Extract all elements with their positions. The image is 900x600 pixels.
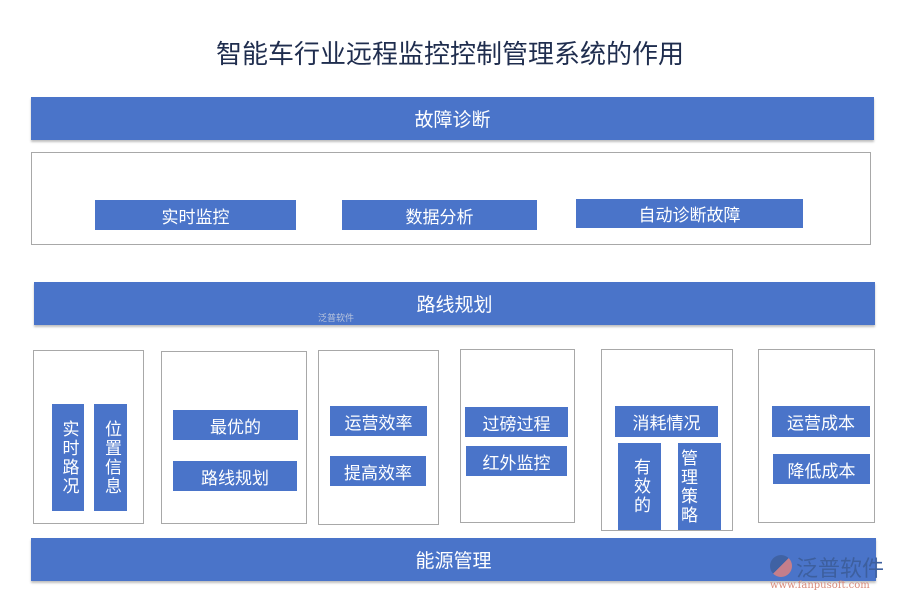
item-data-analysis: 数据分析 (342, 200, 537, 230)
section-header-route-planning: 路线规划 (34, 282, 875, 325)
item-infrared-monitoring: 红外监控 (466, 446, 567, 476)
item-weighing-process: 过磅过程 (465, 407, 568, 437)
logo-icon (770, 555, 792, 577)
item-consumption: 消耗情况 (615, 406, 718, 437)
item-location-info: 位置信息 (94, 404, 127, 511)
watermark-brand: 泛普软件 (796, 557, 885, 582)
item-road-conditions: 实时路况 (52, 404, 84, 511)
item-operating-efficiency: 运营效率 (330, 406, 427, 436)
group-box-3 (318, 350, 439, 525)
item-optimal: 最优的 (173, 410, 298, 440)
item-auto-diagnosis: 自动诊断故障 (576, 199, 803, 228)
section-header-fault-diagnosis: 故障诊断 (31, 97, 874, 140)
item-management-strategy: 管理策略 (678, 443, 721, 530)
watermark-small: 泛普软件 (318, 314, 355, 324)
item-realtime-monitoring: 实时监控 (95, 200, 296, 230)
item-route-plan: 路线规划 (173, 461, 297, 491)
section-header-energy-management: 能源管理 (31, 538, 876, 581)
item-reduce-cost: 降低成本 (773, 454, 870, 484)
item-effective: 有效的 (618, 443, 661, 530)
item-improve-efficiency: 提高效率 (330, 456, 426, 486)
group-box-1 (33, 350, 144, 524)
page-title: 智能车行业远程监控控制管理系统的作用 (215, 40, 684, 70)
item-operating-cost: 运营成本 (772, 406, 870, 437)
watermark-url: www.fanpusoft.com (770, 580, 870, 591)
